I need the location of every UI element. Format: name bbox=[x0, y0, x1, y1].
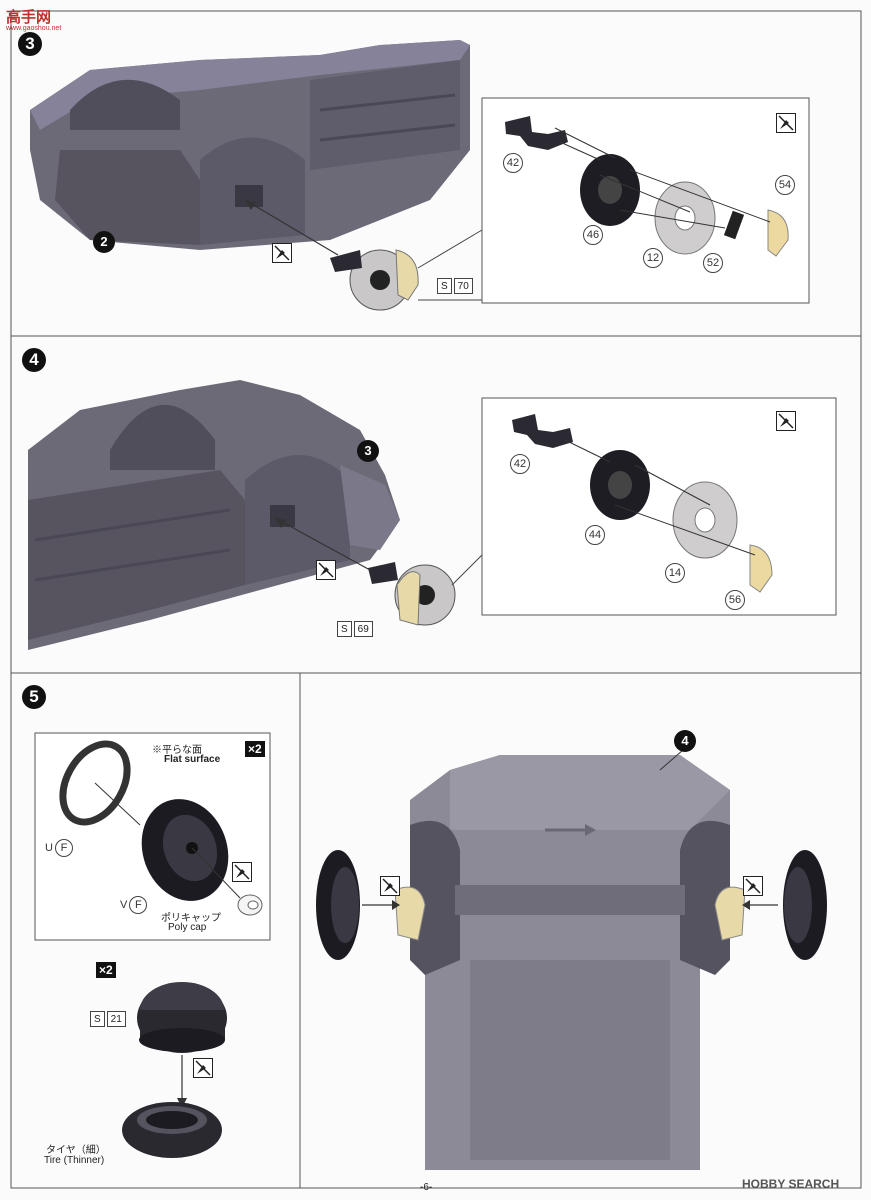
part-number: 52 bbox=[703, 253, 723, 273]
poly-cap-label-jp: ポリキャップ bbox=[161, 913, 221, 924]
flat-surface-note-en: Flat surface bbox=[164, 754, 221, 765]
part-number: 54 bbox=[775, 175, 795, 195]
step5-wheel-lower bbox=[137, 982, 227, 1053]
paint-tag-number: 69 bbox=[353, 621, 373, 637]
step5-paint-tag: S 21 bbox=[90, 1011, 126, 1027]
paint-tag-number: 70 bbox=[453, 278, 473, 294]
part-number: 46 bbox=[583, 225, 603, 245]
watermark-bottom: HOBBY SEARCH bbox=[742, 1177, 840, 1191]
page-number: -6- bbox=[420, 1182, 433, 1193]
watermark-top-url: www.gaoshou.net bbox=[6, 25, 62, 32]
step3-chassis bbox=[30, 40, 470, 250]
step-number-4: 4 bbox=[22, 348, 46, 372]
tire-label-en: Tire (Thinner) bbox=[44, 1155, 105, 1166]
paint-tag-number: 21 bbox=[106, 1011, 126, 1027]
step-number-3: 3 bbox=[18, 32, 42, 56]
step5-tire bbox=[122, 1102, 222, 1158]
cement-icon bbox=[272, 243, 292, 263]
paint-tag-letter: S bbox=[90, 1011, 105, 1027]
step5-right-wheel bbox=[783, 850, 827, 960]
part-number: 42 bbox=[510, 454, 530, 474]
step5-wheel bbox=[141, 799, 229, 901]
step4-brake-assembly bbox=[368, 562, 456, 626]
part-number: 44 bbox=[585, 525, 605, 545]
cement-icon bbox=[193, 1058, 213, 1078]
tire-label-jp: タイヤ（細） bbox=[46, 1145, 106, 1156]
quantity-badge: ×2 bbox=[245, 741, 265, 757]
step3-detail-parts bbox=[505, 116, 789, 257]
step3-detail-box bbox=[481, 97, 810, 304]
step4-subassembly-ref: 3 bbox=[357, 440, 379, 462]
cement-icon bbox=[232, 862, 252, 882]
paint-tag-letter: S bbox=[437, 278, 452, 294]
step4-detail-parts bbox=[512, 414, 773, 593]
part-number: 56 bbox=[725, 590, 745, 610]
poly-cap-label-en: Poly cap bbox=[168, 922, 207, 933]
step3-subassembly-ref: 2 bbox=[93, 231, 115, 253]
part-number: 42 bbox=[503, 153, 523, 173]
quantity-badge: ×2 bbox=[96, 962, 116, 978]
paint-tag-letter: S bbox=[337, 621, 352, 637]
step5-rim-ring bbox=[59, 740, 131, 826]
part-number: 14 bbox=[665, 563, 685, 583]
step5-chassis-top bbox=[410, 755, 730, 1170]
step3-paint-tag: S 70 bbox=[437, 278, 473, 294]
step4-paint-tag: S 69 bbox=[337, 621, 373, 637]
cement-icon bbox=[380, 876, 400, 896]
step5-left-wheel bbox=[316, 850, 360, 960]
step5-subassembly-ref: 4 bbox=[674, 730, 696, 752]
step5-frame bbox=[10, 672, 862, 1189]
flat-surface-note-jp: ※平らな面 bbox=[152, 745, 202, 756]
step4-chassis bbox=[28, 380, 400, 650]
step3-brake-assembly bbox=[330, 249, 419, 311]
cement-icon bbox=[316, 560, 336, 580]
cement-icon bbox=[776, 411, 796, 431]
cement-icon bbox=[776, 113, 796, 133]
step-number-5: 5 bbox=[22, 685, 46, 709]
watermark-top: 高手网 bbox=[6, 9, 52, 26]
poly-cap bbox=[237, 894, 263, 916]
cement-icon bbox=[743, 876, 763, 896]
part-number: 12 bbox=[643, 248, 663, 268]
